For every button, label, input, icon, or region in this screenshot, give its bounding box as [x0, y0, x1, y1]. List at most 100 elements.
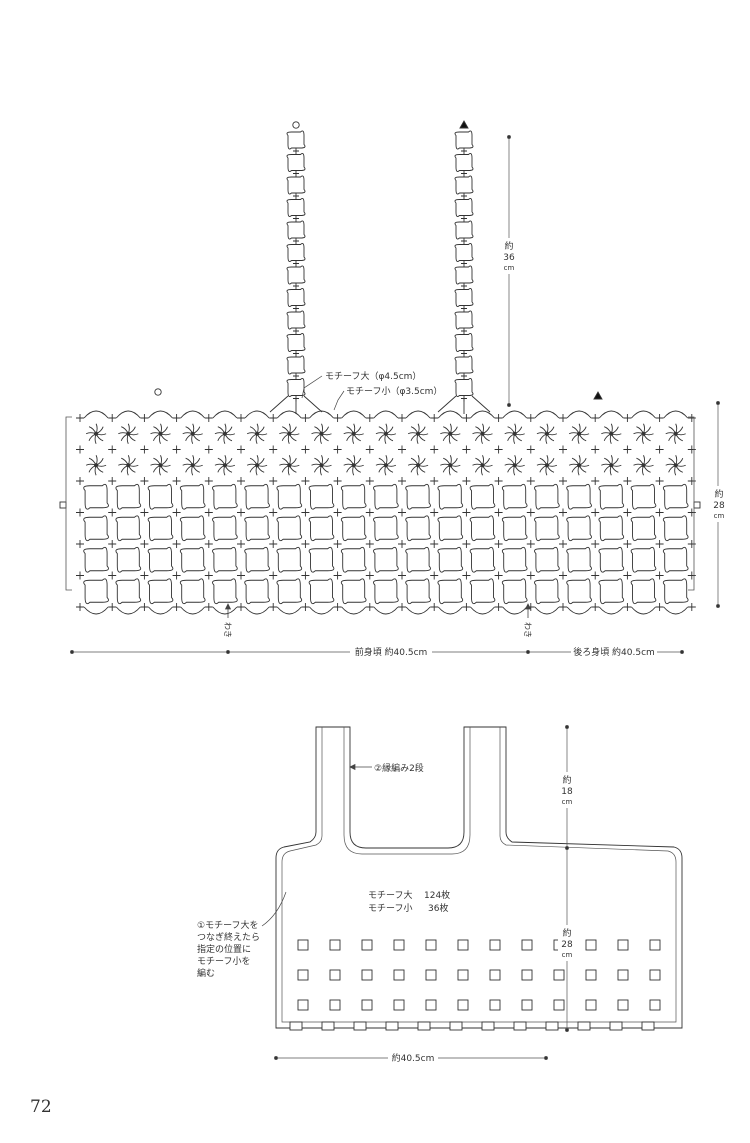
large-motif	[244, 483, 270, 510]
join-cross	[462, 571, 471, 580]
join-cross	[655, 571, 664, 580]
join-cross	[461, 193, 467, 199]
bottom-notch	[641, 1021, 655, 1031]
large-motif	[244, 515, 270, 542]
top-edge-scallop	[180, 410, 206, 419]
large-motif	[566, 515, 592, 542]
flower-motif	[407, 423, 429, 444]
strap-fan	[437, 395, 491, 414]
bottom-edge-scallop	[309, 606, 334, 615]
small-motif-square	[489, 969, 501, 981]
join-cross	[293, 373, 299, 379]
large-motif	[286, 333, 306, 352]
small-motif-square	[329, 969, 341, 981]
join-cross	[655, 603, 664, 611]
bottom-edge-scallop	[115, 606, 141, 615]
flower-motif	[343, 455, 364, 476]
large-motif	[373, 515, 399, 542]
join-cross	[172, 540, 181, 548]
join-cross	[76, 445, 84, 454]
join-cross	[462, 414, 471, 422]
strap-length-value: 36	[503, 253, 515, 263]
join-cross	[398, 414, 406, 422]
join-cross	[462, 477, 471, 485]
join-cross	[591, 445, 600, 454]
join-cross	[687, 571, 696, 580]
large-motif	[286, 130, 306, 150]
large-motif	[534, 483, 560, 510]
join-markers	[59, 120, 701, 509]
large-motif	[454, 265, 474, 285]
large-motif	[630, 515, 657, 542]
join-cross	[301, 508, 310, 517]
top-edge-scallop	[631, 410, 656, 419]
large-motif	[83, 578, 109, 605]
join-cross	[526, 445, 535, 454]
flower-motif	[85, 423, 107, 444]
join-cross	[655, 445, 664, 454]
join-cross	[623, 508, 632, 517]
small-motif-positions	[297, 939, 661, 1011]
motif-straps	[269, 130, 491, 414]
top-edge-scallop	[148, 410, 173, 419]
small-motif-square	[553, 969, 565, 981]
large-motif	[244, 578, 270, 605]
flower-motif	[279, 423, 300, 444]
large-motif	[501, 483, 528, 510]
large-motif	[286, 288, 306, 307]
large-motif	[469, 578, 496, 605]
small-motif-square	[585, 939, 597, 951]
join-cross	[559, 540, 567, 548]
join-cross	[204, 508, 213, 517]
top-edge-scallop	[276, 410, 302, 419]
join-cross	[687, 445, 696, 454]
large-motif	[244, 546, 270, 573]
join-cross	[204, 571, 213, 580]
small-motif-square	[585, 969, 597, 981]
large-motif	[454, 175, 474, 195]
flower-motif	[118, 423, 139, 444]
flower-motif	[472, 455, 493, 476]
join-cross	[655, 508, 664, 517]
join-cross	[333, 508, 342, 517]
join-cross	[559, 603, 567, 611]
large-motif	[308, 546, 335, 573]
join-cross	[655, 540, 664, 548]
join-cross	[461, 373, 467, 379]
join-cross	[494, 445, 503, 454]
join-cross	[333, 540, 342, 548]
strap-height-prefix: 約	[562, 774, 571, 786]
large-motif	[308, 515, 335, 542]
top-edge-scallop	[502, 410, 528, 419]
join-cross	[204, 414, 213, 422]
join-cross	[140, 477, 149, 485]
large-motif	[286, 378, 306, 397]
join-cross	[365, 603, 374, 611]
flower-motif	[375, 455, 397, 476]
bottom-notch	[577, 1021, 591, 1031]
motif-grid	[76, 410, 696, 615]
flower-motif	[150, 423, 171, 444]
large-motif	[405, 483, 431, 510]
flower-motif	[601, 455, 622, 476]
small-motif-square	[393, 999, 405, 1011]
bottom-notch	[513, 1021, 527, 1031]
large-motif	[340, 483, 367, 510]
join-cross	[237, 603, 245, 611]
join-cross	[140, 571, 149, 580]
flower-motif	[246, 423, 268, 444]
start-circle-marker	[292, 121, 300, 129]
small-square-marker	[693, 501, 701, 509]
small-motif-square	[425, 999, 437, 1011]
large-motif	[405, 515, 431, 542]
bottom-edge-scallop	[534, 606, 560, 615]
large-motif	[276, 546, 303, 573]
flower-motif	[504, 423, 525, 444]
large-motif	[437, 515, 464, 542]
large-motif	[83, 483, 109, 510]
join-cross	[269, 414, 278, 422]
join-cross	[140, 603, 149, 611]
join-cross	[204, 445, 213, 454]
small-motif-square	[297, 939, 309, 951]
